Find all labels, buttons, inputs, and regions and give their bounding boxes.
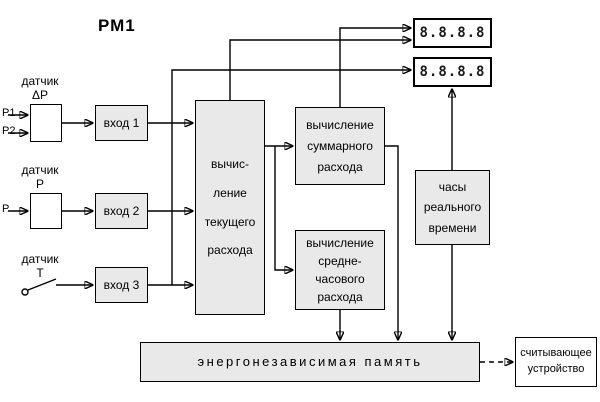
block-total-flow-calc: вычисление суммарного расхода	[295, 107, 385, 185]
sensor-dp-label: датчик ΔР	[21, 74, 59, 103]
block-realtime-clock: часы реального времени	[415, 170, 490, 245]
block-nonvolatile-memory: энергонезависимая память	[140, 342, 480, 382]
input-p2-label: Р2	[2, 125, 16, 137]
sensor-dp-box	[30, 104, 62, 142]
block-input-2: вход 2	[95, 193, 148, 229]
seven-segment-display-bottom: 8.8.8.8	[413, 57, 492, 87]
block-input-3: вход 3	[95, 267, 148, 303]
sensor-p-box	[30, 193, 62, 229]
input-p1-label: Р1	[2, 107, 16, 119]
sensor-p-label: датчик Р	[21, 163, 59, 192]
input-p-label: Р	[2, 203, 10, 215]
block-input-1: вход 1	[95, 105, 148, 141]
block-current-flow-calc: вычис- ление текущего расхода	[195, 100, 265, 315]
device-title: РМ1	[98, 16, 136, 35]
block-reader-device: считывающее устройство	[515, 337, 597, 387]
sensor-t-label: датчик Т	[21, 252, 59, 281]
block-avg-hourly-flow-calc: вычисление средне- часового расхода	[295, 230, 385, 310]
seven-segment-display-top: 8.8.8.8	[413, 18, 492, 48]
sensor-t-switch-icon	[21, 278, 93, 296]
